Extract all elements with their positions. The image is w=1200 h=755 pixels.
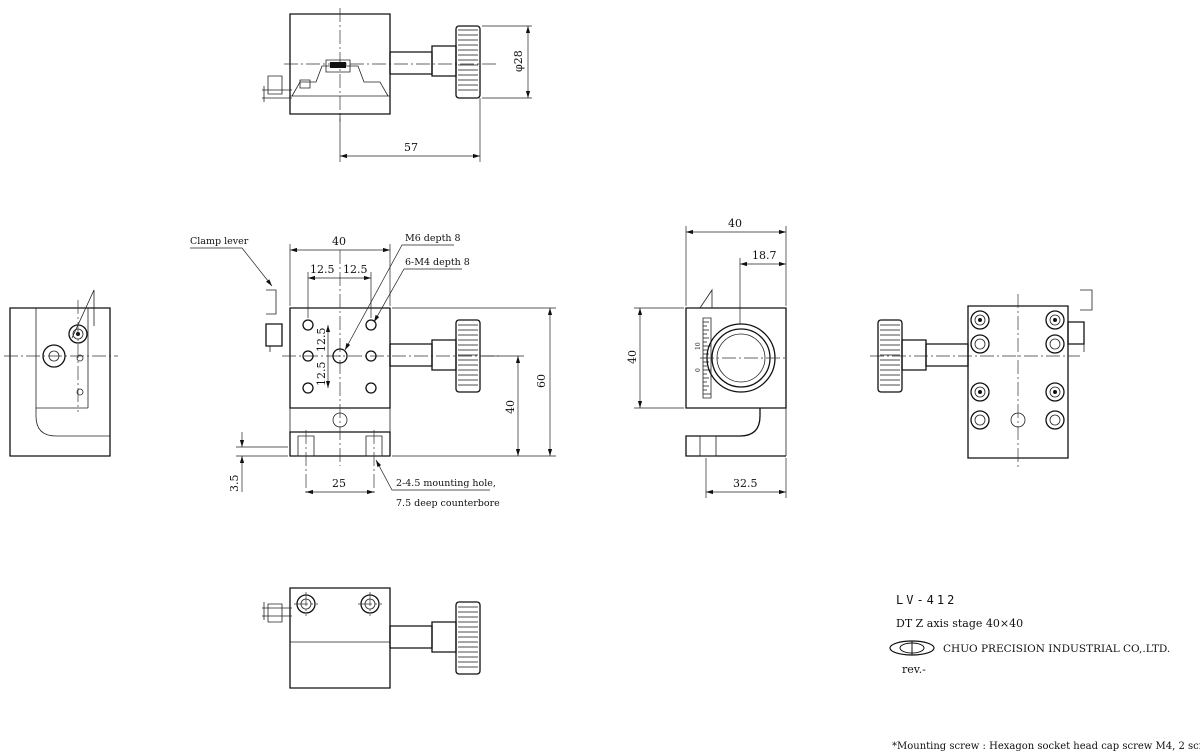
knob-knurl-back (880, 325, 900, 385)
mount-note-1: 2-4.5 mounting hole, (396, 478, 496, 489)
company-logo (890, 641, 934, 655)
mount-note-2: 7.5 deep counterbore (396, 498, 500, 509)
scale-label-0: 0 (695, 368, 702, 372)
dim-side-h40: 40 (626, 350, 639, 364)
mounting-screw-note: *Mounting screw : Hexagon socket head ca… (892, 741, 1200, 752)
knob-knurl-bottom (458, 607, 478, 667)
back-view (870, 290, 1092, 470)
dim-h60: 60 (535, 374, 548, 388)
knob-knurl-front (458, 325, 478, 385)
dial-side-view: 10 0 40 18.7 40 32.5 (626, 217, 786, 498)
dim-side-40: 40 (728, 217, 742, 230)
scale-label-10: 10 (695, 342, 702, 350)
dim-side-18-7: 18.7 (752, 249, 777, 262)
model-number: LV-412 (896, 593, 957, 607)
m6-note: M6 depth 8 (405, 233, 461, 244)
m4-note: 6-M4 depth 8 (405, 257, 470, 268)
product-description: DT Z axis stage 40×40 (896, 617, 1023, 630)
front-view: 40 12.5 12.5 12.5 12.5 Clamp lever M6 de… (190, 233, 556, 509)
dim-57: 57 (404, 141, 418, 154)
dim-h40: 40 (504, 400, 517, 414)
dim-pitch-a: 12.5 (310, 263, 335, 276)
dim-side-32-5: 32.5 (733, 477, 758, 490)
revision: rev.- (902, 663, 926, 676)
dim-pitch-b: 12.5 (343, 263, 368, 276)
dim-vpitch-b: 12.5 (315, 362, 328, 387)
company-name: CHUO PRECISION INDUSTRIAL CO,.LTD. (943, 643, 1170, 655)
clamp-lever-label: Clamp lever (190, 236, 249, 247)
dim-vpitch-a: 12.5 (315, 328, 328, 353)
left-side-view (4, 290, 118, 456)
dim-front-40: 40 (332, 235, 346, 248)
dim-phi28: φ28 (512, 50, 525, 72)
bottom-view (262, 588, 480, 688)
title-block: LV-412 DT Z axis stage 40×40 CHUO PRECIS… (890, 593, 1170, 676)
dim-base-3-5: 3.5 (228, 475, 241, 493)
dim-hole-pitch-25: 25 (332, 477, 346, 490)
top-view: φ28 57 (262, 8, 532, 162)
knob-knurl-top (458, 30, 478, 90)
